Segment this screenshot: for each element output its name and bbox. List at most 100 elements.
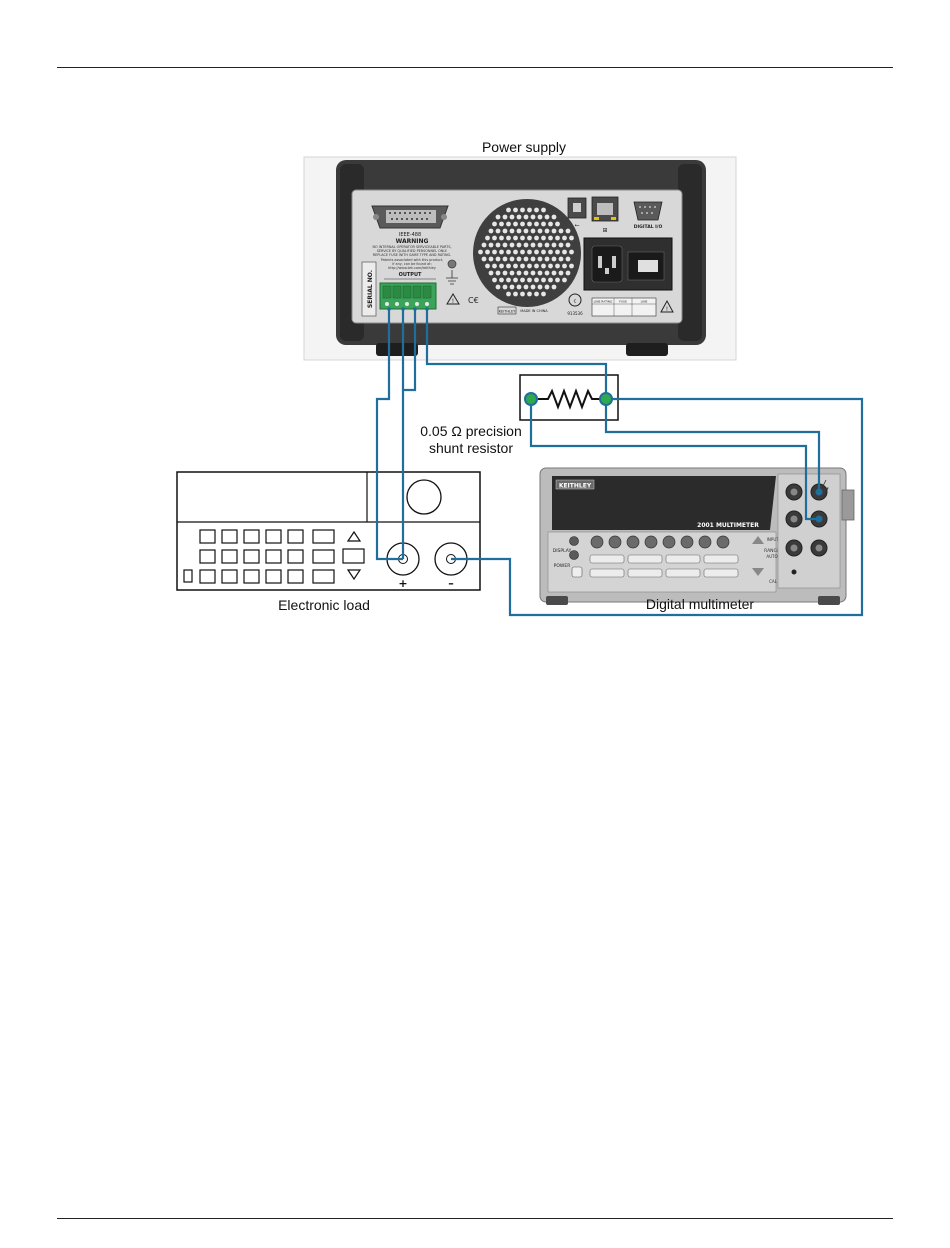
load-key[interactable] bbox=[221, 529, 238, 544]
fan-hole bbox=[513, 235, 518, 241]
load-key[interactable] bbox=[265, 549, 282, 564]
fan-hole bbox=[537, 242, 543, 248]
fan-hole bbox=[492, 263, 497, 269]
shunt-right-terminal[interactable] bbox=[599, 392, 613, 406]
load-key[interactable] bbox=[312, 569, 335, 584]
fan-hole bbox=[481, 256, 487, 262]
warning-line: SERVICE BY QUALIFIED PERSONNEL ONLY. bbox=[377, 249, 448, 253]
fan-hole bbox=[569, 249, 574, 255]
fan-hole bbox=[555, 249, 560, 255]
load-key[interactable] bbox=[199, 569, 216, 584]
fan-hole bbox=[527, 277, 532, 283]
multimeter-function-button[interactable] bbox=[716, 535, 730, 549]
load-key[interactable] bbox=[243, 569, 260, 584]
warning-triangle-icon bbox=[660, 299, 674, 313]
fan-hole bbox=[551, 228, 557, 234]
multimeter-key[interactable] bbox=[627, 568, 663, 578]
multimeter-function-button[interactable] bbox=[590, 535, 604, 549]
wiring bbox=[375, 309, 864, 617]
fan-hole bbox=[534, 277, 539, 283]
fan-hole bbox=[562, 235, 567, 241]
load-key[interactable] bbox=[312, 549, 335, 564]
digital-multimeter: KEITHLEY 2001 MULTIMETER DISPLAY POWER R… bbox=[539, 467, 855, 605]
multimeter-function-button[interactable] bbox=[626, 535, 640, 549]
multimeter-key[interactable] bbox=[665, 568, 701, 578]
multimeter-key[interactable] bbox=[665, 554, 701, 564]
load-key[interactable] bbox=[287, 549, 304, 564]
fan-hole bbox=[506, 277, 511, 283]
fan-hole bbox=[530, 228, 536, 234]
electronic-load-label: Electronic load bbox=[278, 597, 370, 613]
load-key[interactable] bbox=[221, 569, 238, 584]
wire-ps-sense-to-load bbox=[375, 309, 403, 561]
load-power-switch[interactable] bbox=[183, 569, 193, 583]
load-key[interactable] bbox=[265, 569, 282, 584]
multimeter-key[interactable] bbox=[627, 554, 663, 564]
load-key[interactable] bbox=[287, 529, 304, 544]
warning-triangle-icon bbox=[446, 293, 460, 305]
fan-hole bbox=[485, 249, 490, 255]
multimeter-model: 2001 MULTIMETER bbox=[697, 522, 759, 529]
load-key[interactable] bbox=[199, 549, 216, 564]
serial-number-tab bbox=[361, 261, 377, 317]
multimeter-key[interactable] bbox=[703, 568, 739, 578]
fan-hole bbox=[565, 242, 571, 248]
warning-line: REPLACE FUSE WITH SAME TYPE AND RATING. bbox=[373, 253, 451, 257]
fan-hole bbox=[548, 263, 553, 269]
power-supply-brand: KEITHLEY bbox=[499, 310, 516, 314]
range-down-icon[interactable] bbox=[752, 568, 764, 576]
svg-text:!: ! bbox=[452, 298, 454, 305]
multimeter-small-button[interactable] bbox=[569, 536, 579, 546]
multimeter-function-button[interactable] bbox=[680, 535, 694, 549]
multimeter-key[interactable] bbox=[703, 554, 739, 564]
shunt-left-terminal[interactable] bbox=[524, 392, 538, 406]
wire-shunt-to-dmm-lo bbox=[529, 399, 819, 521]
fan-hole bbox=[551, 214, 557, 220]
fan-hole bbox=[544, 284, 550, 290]
fan-hole bbox=[513, 277, 518, 283]
multimeter-small-button[interactable] bbox=[569, 550, 579, 560]
fan-hole bbox=[488, 242, 494, 248]
fan-hole bbox=[506, 221, 511, 227]
load-knob[interactable] bbox=[406, 479, 442, 515]
fan-hole bbox=[506, 235, 511, 241]
up-arrow-icon[interactable] bbox=[346, 530, 362, 542]
fan-hole bbox=[534, 249, 539, 255]
fan-hole bbox=[485, 263, 490, 269]
load-key[interactable] bbox=[312, 529, 335, 544]
warning-line: if any, can be found at: bbox=[392, 262, 431, 266]
range-up-icon[interactable] bbox=[752, 536, 764, 544]
fan-hole bbox=[565, 270, 571, 276]
load-key[interactable] bbox=[243, 529, 260, 544]
load-key[interactable] bbox=[221, 549, 238, 564]
output-label: OUTPUT bbox=[399, 272, 422, 278]
load-key[interactable] bbox=[265, 529, 282, 544]
fan-hole bbox=[523, 256, 529, 262]
fan-hole bbox=[509, 284, 515, 290]
down-arrow-icon[interactable] bbox=[346, 569, 362, 581]
multimeter-function-button[interactable] bbox=[662, 535, 676, 549]
load-key[interactable] bbox=[243, 549, 260, 564]
multimeter-function-button[interactable] bbox=[698, 535, 712, 549]
power-supply: IEEE-488 WARNING NO INTERNAL OPERATOR SE… bbox=[303, 156, 737, 361]
multimeter-power-button[interactable] bbox=[571, 566, 583, 578]
fan-hole bbox=[492, 277, 497, 283]
multimeter-key[interactable] bbox=[589, 554, 625, 564]
fan-holes bbox=[478, 207, 574, 297]
power-supply-foot bbox=[626, 343, 668, 356]
fan-hole bbox=[555, 235, 560, 241]
fan-hole bbox=[555, 277, 560, 283]
load-display-key[interactable] bbox=[342, 548, 365, 564]
wire-shunt-to-dmm-hi bbox=[604, 399, 821, 492]
multimeter-function-button[interactable] bbox=[608, 535, 622, 549]
load-key[interactable] bbox=[287, 569, 304, 584]
resistor-symbol-icon bbox=[538, 388, 600, 410]
multimeter-key[interactable] bbox=[589, 568, 625, 578]
fan-hole bbox=[527, 263, 532, 269]
fan-hole bbox=[530, 214, 536, 220]
rating-table bbox=[591, 297, 657, 317]
fan-hole bbox=[516, 228, 522, 234]
multimeter-function-button[interactable] bbox=[644, 535, 658, 549]
shunt-label-line1: 0.05 Ω precision bbox=[420, 423, 522, 439]
load-key[interactable] bbox=[199, 529, 216, 544]
